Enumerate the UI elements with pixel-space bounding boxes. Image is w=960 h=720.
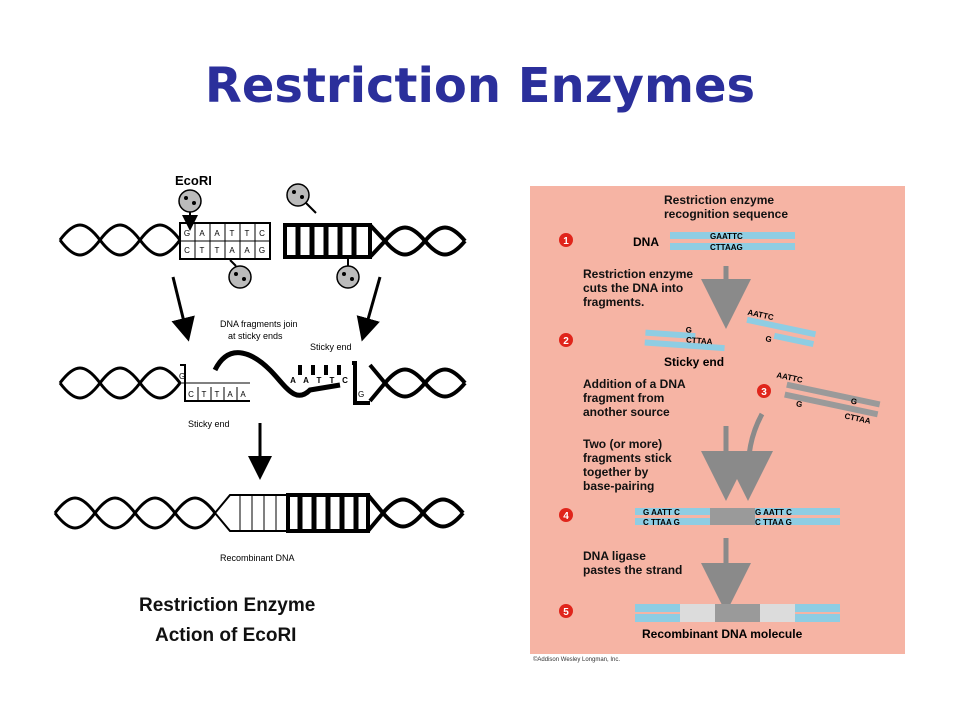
- seq-bottom-5: G: [259, 246, 265, 255]
- left-caption-line2: Action of EcoRI: [155, 625, 297, 646]
- svg-text:G AATT C: G AATT C: [755, 508, 792, 517]
- seq-top-5: C: [259, 229, 265, 238]
- seq-bottom: CTTAAG: [710, 243, 743, 252]
- join-label-2: at sticky ends: [228, 331, 283, 341]
- down-arrow: [171, 276, 195, 342]
- svg-text:C TTAA G: C TTAA G: [643, 518, 680, 527]
- svg-text:3: 3: [761, 387, 767, 398]
- enzyme-icon: [178, 189, 202, 231]
- mid-right-top-1: A: [303, 376, 309, 385]
- svg-text:G: G: [795, 399, 803, 409]
- svg-text:2: 2: [563, 336, 569, 347]
- step3-line1: Two (or more): [583, 437, 662, 451]
- step1-line1: Restriction enzyme: [583, 267, 693, 281]
- step-arrow: [723, 412, 774, 501]
- seq-top-2: A: [214, 229, 220, 238]
- sticky-end-label: Sticky end: [664, 355, 724, 369]
- seq-bottom-4: A: [244, 246, 250, 255]
- seq-top: GAATTC: [710, 232, 743, 241]
- top-right-ladder: [283, 223, 388, 259]
- svg-text:C TTAA G: C TTAA G: [755, 518, 792, 527]
- seq-bottom-2: T: [215, 246, 220, 255]
- seq-top-0: G: [184, 229, 190, 238]
- sticky-end-label-top: Sticky end: [310, 342, 352, 352]
- mid-left-top-base: G: [179, 372, 185, 381]
- seq-top-1: A: [199, 229, 205, 238]
- ecori-label: EcoRI: [175, 173, 212, 188]
- mid-right-bottom-base: G: [358, 390, 364, 399]
- seq-bottom-0: C: [184, 246, 190, 255]
- mid-left-bottom-1: T: [202, 390, 207, 399]
- step3-line3: together by: [583, 465, 649, 479]
- step-badge-1: 1: [559, 233, 573, 247]
- mid-left-bottom-0: C: [188, 390, 194, 399]
- mid-right-top-2: T: [317, 376, 322, 385]
- mid-left-fragment: G C T T A A: [179, 364, 250, 402]
- restriction-steps-panel: Restriction enzyme recognition sequence …: [530, 186, 905, 654]
- mid-right-top-0: A: [290, 376, 296, 385]
- recombinant-left-helix: [53, 496, 217, 530]
- enzyme-icon: [228, 259, 252, 289]
- step1-line3: fragments.: [583, 295, 644, 309]
- step3-line2: fragments stick: [583, 451, 672, 465]
- svg-text:G: G: [765, 334, 773, 344]
- dna-label: DNA: [633, 235, 659, 249]
- join-label-1: DNA fragments join: [220, 319, 298, 329]
- svg-text:G: G: [685, 325, 692, 334]
- seq-top-3: T: [230, 229, 235, 238]
- recombinant-dna-label: Recombinant DNA: [220, 553, 295, 563]
- mid-left-bottom-4: A: [240, 390, 246, 399]
- mid-right-top-4: C: [342, 376, 348, 385]
- foreign-strand-curve: [212, 350, 341, 398]
- seq-bottom-1: T: [200, 246, 205, 255]
- ecori-action-diagram: G A A T T C C T T A A G EcoRI: [53, 173, 467, 563]
- enzyme-icon: [286, 183, 317, 214]
- step1-line2: cuts the DNA into: [583, 281, 683, 295]
- cut-fragment-left: G CTTAA: [644, 325, 725, 352]
- mid-left-bottom-2: T: [215, 390, 220, 399]
- mid-right-helix: [383, 367, 467, 399]
- mid-right-top-3: T: [330, 376, 335, 385]
- svg-text:G AATT C: G AATT C: [643, 508, 680, 517]
- ligase-line2: pastes the strand: [583, 563, 682, 577]
- mid-left-helix: [58, 366, 182, 400]
- header-line1: Restriction enzyme: [664, 193, 774, 207]
- step3-line4: base-pairing: [583, 479, 654, 493]
- step-badge-5: 5: [559, 604, 573, 618]
- header-line2: recognition sequence: [664, 207, 788, 221]
- mid-right-fragment: A A T T C G: [290, 361, 388, 405]
- step-badge-2: 2: [559, 333, 573, 347]
- recombinant-right-helix: [381, 497, 465, 529]
- mid-left-bottom-3: A: [227, 390, 233, 399]
- top-left-helix: [58, 223, 182, 257]
- recombinant-ladder: [214, 493, 386, 533]
- joined-dna: G AATT C C TTAA G G AATT C C TTAA G: [635, 508, 840, 527]
- left-caption-line1: Restriction Enzyme: [139, 595, 316, 616]
- copyright: ©Addison Wesley Longman, Inc.: [533, 657, 621, 663]
- page-title: Restriction Enzymes: [204, 58, 756, 114]
- top-right-helix: [383, 225, 467, 257]
- seq-top-4: T: [245, 229, 250, 238]
- final-label: Recombinant DNA molecule: [642, 627, 803, 641]
- svg-text:5: 5: [563, 607, 569, 618]
- seq-bottom-3: A: [229, 246, 235, 255]
- step-badge-3: 3: [757, 384, 771, 398]
- step2-line3: another source: [583, 405, 670, 419]
- svg-text:G: G: [850, 396, 858, 406]
- down-arrow: [356, 276, 382, 342]
- enzyme-icon: [336, 258, 360, 289]
- top-left-ladder: G A A T T C C T T A A G: [179, 222, 271, 260]
- cut-fragment-right: AATTC G: [746, 308, 817, 348]
- step-badge-4: 4: [559, 508, 573, 522]
- svg-text:1: 1: [563, 236, 569, 247]
- sticky-end-label-bottom: Sticky end: [188, 419, 230, 429]
- dna-strand: GAATTC CTTAAG: [670, 232, 795, 252]
- step2-line2: fragment from: [583, 391, 664, 405]
- recombinant-molecule: [635, 604, 840, 622]
- ligase-line1: DNA ligase: [583, 549, 646, 563]
- svg-text:CTTAA: CTTAA: [686, 335, 713, 346]
- svg-text:4: 4: [563, 511, 569, 522]
- step2-line1: Addition of a DNA: [583, 377, 686, 391]
- foreign-fragment: AATTC G G CTTAA: [776, 370, 881, 426]
